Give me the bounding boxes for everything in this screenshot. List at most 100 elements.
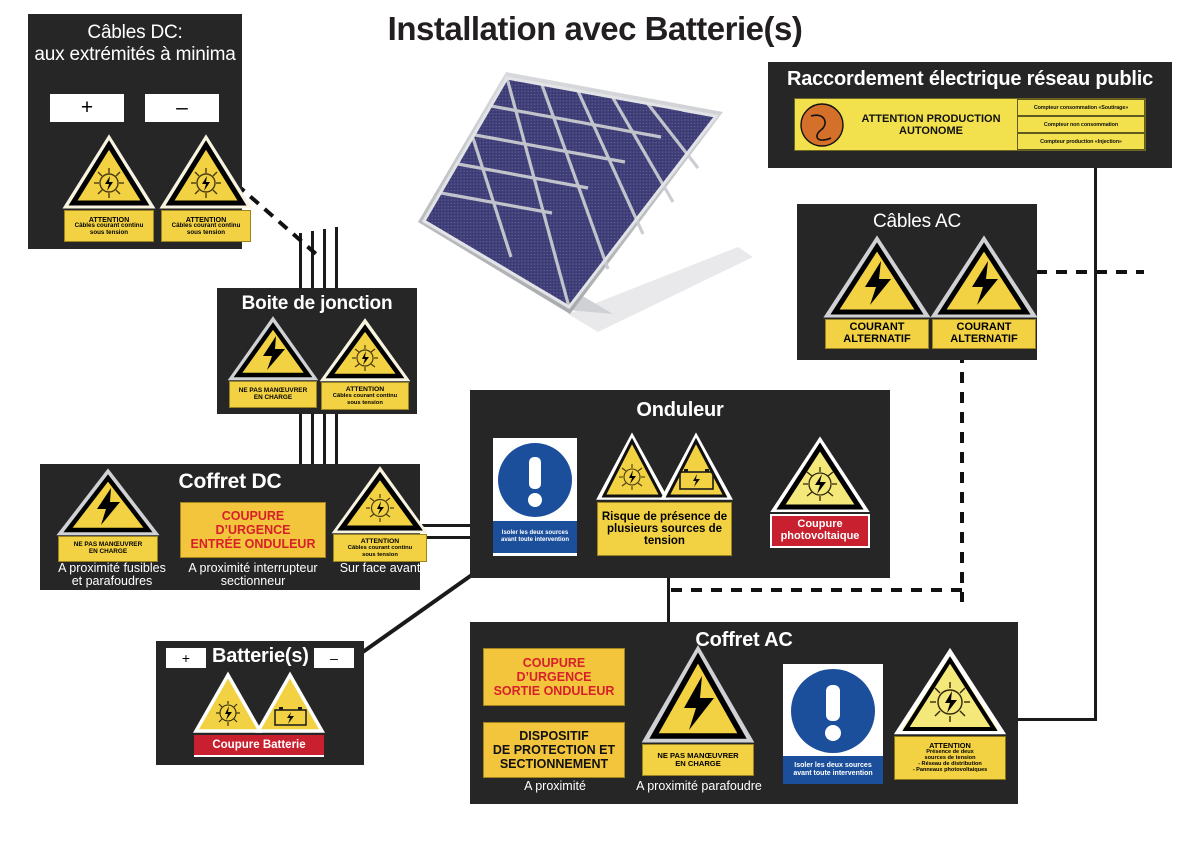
sign-dc-front-face-attention: ATTENTION Câbles courant continu sous te…	[331, 466, 429, 562]
sign-caption: Isoler les deux sources avant toute inte…	[783, 756, 883, 784]
panel-coffret-ac-title: Coffret AC	[695, 629, 793, 651]
sign-caption: NE PAS MANŒUVRER EN CHARGE	[229, 381, 317, 408]
meter-label: Compteur production «Injection»	[1017, 133, 1145, 150]
pv-sun-flash-triangle-icon	[159, 134, 253, 209]
sign-caption: ATTENTION Présence de deux sources de te…	[894, 736, 1006, 780]
sign-ac-emergency-shutdown: COUPURE D’URGENCE SORTIE ONDULEUR	[483, 648, 625, 706]
high-voltage-flash-triangle-icon	[930, 235, 1038, 318]
sign-ac-two-sources-attention: ATTENTION Présence de deux sources de te…	[893, 647, 1007, 782]
dc-minus-label: –	[176, 96, 188, 119]
sign-ac-protection-device: DISPOSITIF DE PROTECTION ET SECTIONNEMEN…	[483, 722, 625, 778]
meter-label: Compteur non consommation	[1017, 116, 1145, 133]
caption-line2: EN CHARGE	[675, 759, 721, 768]
autonomous-production-logo-icon	[800, 102, 844, 147]
sign-caption: Isoler les deux sources avant toute inte…	[493, 521, 577, 553]
sign-caption: NE PAS MANŒUVRER EN CHARGE	[58, 536, 158, 562]
caption-head: ATTENTION	[929, 741, 971, 751]
coffret-dc-sub-1: A proximité fusibles et parafoudres	[58, 561, 166, 589]
coffret-dc-sub-3: Sur face avant	[339, 561, 421, 575]
battery-to-inverter-wire	[358, 570, 478, 656]
caption-line2: ALTERNATIF	[950, 333, 1018, 345]
pv-sun-flash-triangle-icon	[770, 436, 870, 512]
grid-banner-label: ATTENTION PRODUCTION AUTONOME	[861, 112, 1001, 137]
panel-ac-cables: Câbles AC COURANT ALTERNATIF COURANT ALT…	[797, 204, 1038, 360]
sign-caption: COURANT ALTERNATIF	[825, 319, 929, 349]
panel-batteries-title: Batterie(s)	[212, 645, 309, 667]
caption-body: Câbles courant continu sous tension	[332, 393, 398, 406]
textbox-line1: DISPOSITIF	[519, 729, 589, 743]
inverter-to-ac-box-wire	[667, 578, 670, 626]
caption-head: ATTENTION	[88, 214, 130, 224]
panel-junction-box-title: Boite de jonction	[241, 293, 393, 314]
coffret-ac-sub-1: A proximité	[524, 779, 586, 793]
pv-sun-flash-triangle-icon	[319, 318, 411, 382]
sign-caption: ATTENTION Câbles courant continu sous te…	[333, 534, 427, 562]
exclamation-mandatory-icon	[498, 443, 572, 517]
dc-plus-plate: +	[50, 94, 124, 122]
dc-cables-title-line2: aux extrémités à minima	[34, 44, 236, 65]
panel-coffret-dc: Coffret DC NE PAS MANŒUVRER EN CHARGE CO…	[40, 464, 429, 590]
sign-junction-no-load-switch: NE PAS MANŒUVRER EN CHARGE	[227, 316, 319, 408]
sign-inverter-pv-shutdown: Coupure photovoltaique	[770, 436, 870, 556]
sign-caption: ATTENTION Câbles courant continu sous te…	[321, 382, 409, 410]
panel-coffret-dc-title: Coffret DC	[178, 470, 282, 493]
coffret-ac-sub-2: A proximité parafoudre	[636, 779, 762, 793]
sign-caption: ATTENTION Câbles courant continu sous te…	[161, 210, 251, 242]
high-voltage-flash-triangle-icon	[641, 645, 755, 743]
dc-minus-plate: –	[145, 94, 219, 122]
panel-grid-connection-title: Raccordement électrique réseau public	[786, 68, 1154, 90]
textbox-line2: DE PROTECTION ET	[492, 743, 616, 757]
textbox-line2: D’URGENCE	[215, 523, 291, 537]
sign-dc-emergency-shutdown: COUPURE D’URGENCE ENTRÉE ONDULEUR	[180, 502, 326, 558]
double-warning-triangle-group	[596, 432, 733, 500]
textbox-line3: ENTRÉE ONDULEUR	[190, 537, 316, 551]
battery-plus-label: +	[181, 650, 191, 666]
panel-dc-cables-title: Câbles DC: aux extrémités à minima	[28, 14, 242, 64]
meter-label: Compteur consommation «Soutirage»	[1017, 99, 1145, 116]
panel-coffret-ac: Coffret AC COUPURE D’URGENCE SORTIE ONDU…	[470, 622, 1018, 804]
sign-inverter-isolate-sources: Isoler les deux sources avant toute inte…	[493, 438, 577, 556]
caption-head: ATTENTION	[185, 214, 227, 224]
caption-line1: NE PAS MANŒUVRER	[238, 386, 308, 394]
sign-caption: ATTENTION Câbles courant continu sous te…	[64, 210, 154, 242]
sign-junction-dc-attention: ATTENTION Câbles courant continu sous te…	[319, 318, 411, 410]
caption-head: ATTENTION	[360, 538, 400, 546]
panel-batteries: + Batterie(s) –	[156, 641, 364, 765]
battery-minus-plate: –	[314, 648, 354, 668]
dc-plus-label: +	[80, 96, 94, 119]
battery-minus-label: –	[330, 650, 338, 666]
caption-head: ATTENTION	[345, 386, 385, 394]
caption-line1: Coupure	[797, 518, 843, 531]
caption-line1: COURANT	[956, 321, 1012, 334]
exclamation-mandatory-icon	[791, 669, 875, 753]
caption-line1: COURANT	[849, 321, 905, 334]
textbox-line2: D’URGENCE	[516, 670, 592, 684]
panel-junction-box: Boite de jonction NE PAS MANŒUVRER EN CH…	[217, 288, 417, 414]
panel-grid-connection: Raccordement électrique réseau public AT…	[768, 62, 1172, 168]
page-title: Installation avec Batterie(s)	[387, 10, 803, 47]
caption-line2: EN CHARGE	[253, 393, 293, 401]
sign-caption: NE PAS MANŒUVRER EN CHARGE	[642, 744, 754, 776]
high-voltage-flash-triangle-icon	[823, 235, 931, 318]
caption-line2: photovoltaique	[780, 530, 860, 542]
caption-line1: NE PAS MANŒUVRER	[657, 750, 739, 760]
meter-label-list: Compteur consommation «Soutirage» Compte…	[1017, 99, 1145, 150]
sign-dc-no-load-switch: NE PAS MANŒUVRER EN CHARGE	[56, 468, 160, 562]
pv-sun-flash-triangle-icon	[331, 466, 429, 534]
caption-body: Câbles courant continu sous tension	[74, 222, 144, 236]
sign-caption: Risque de présence de plusieurs sources …	[597, 502, 732, 556]
textbox-line1: COUPURE	[522, 656, 586, 670]
sign-dc-cable-attention-2: ATTENTION Câbles courant continu sous te…	[159, 134, 253, 242]
battery-flash-triangle-icon	[660, 432, 733, 500]
caption-line2: ALTERNATIF	[843, 333, 911, 345]
sign-ac-current-1: COURANT ALTERNATIF	[823, 235, 931, 349]
textbox-line1: COUPURE	[221, 509, 285, 523]
panel-ac-cables-title: Câbles AC	[873, 211, 961, 232]
battery-flash-triangle-icon	[254, 671, 326, 733]
panel-onduleur: Onduleur Isoler les deux sources avant t…	[470, 390, 890, 578]
sign-ac-isolate-sources: Isoler les deux sources avant toute inte…	[783, 664, 883, 784]
panel-dc-cables: Câbles DC: aux extrémités à minima + –	[28, 14, 253, 249]
caption-body: Présence de deux sources de tension - Ré…	[912, 749, 988, 773]
caption-body: Câbles courant continu sous tension	[347, 545, 413, 558]
